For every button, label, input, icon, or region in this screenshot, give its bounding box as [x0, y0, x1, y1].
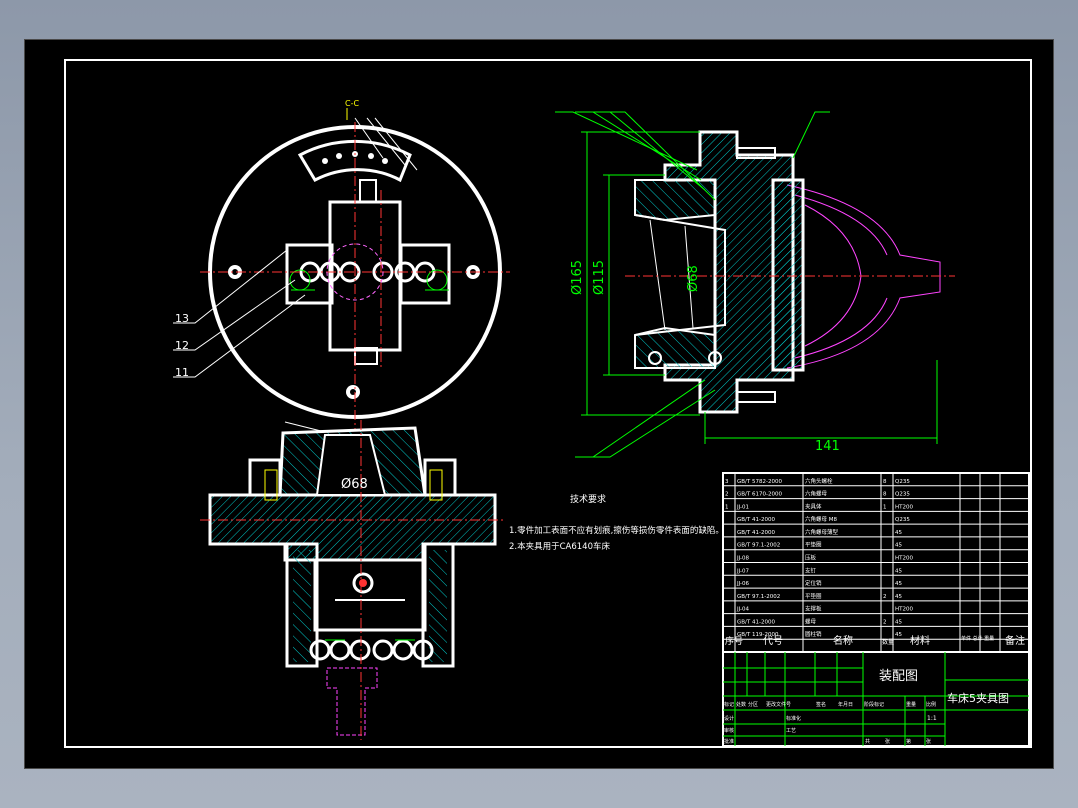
title-block-field: 批准 [724, 738, 734, 745]
bom-cell: Q235 [895, 479, 910, 485]
title-block-field: 签名 [816, 701, 826, 708]
bom-cell: 8 [883, 479, 887, 485]
bom-cell: 圆柱销 [805, 630, 822, 638]
bom-cell: 1 [725, 504, 729, 510]
bom-cell: 1 [883, 504, 887, 510]
bom-header-qty: 数量 [882, 638, 894, 646]
drawing-border [64, 59, 1032, 748]
title-block-field: 张 [885, 738, 890, 745]
bom-cell: 平垫圈 [805, 541, 822, 549]
title-block-field: 标记 [724, 701, 734, 708]
dim-length-141: 141 [815, 439, 840, 454]
drawing-scale: 1:1 [927, 715, 937, 722]
title-block-field: 第 [906, 738, 911, 745]
bom-cell: 8 [883, 492, 887, 498]
bom-header-weight: 单件 总计 重量 [961, 635, 994, 642]
bom-cell: 压板 [805, 554, 817, 562]
bom-cell: 45 [895, 632, 902, 638]
bom-cell: 45 [895, 619, 902, 625]
side-section-view: Ø165 Ø115 Ø68 141 [555, 111, 955, 458]
bom-cell: Q235 [895, 517, 910, 523]
bom-cell: HT200 [895, 556, 913, 562]
title-block-field: 比例 [926, 701, 936, 708]
bom-header-seq: 序号 [725, 635, 743, 647]
dim-diameter-68-side: Ø68 [686, 265, 701, 292]
bom-cell: HT200 [895, 607, 913, 613]
section-mark: C-C [345, 99, 359, 108]
bom-cell: 六角螺母薄型 [805, 528, 839, 536]
bom-cell: 45 [895, 594, 902, 600]
bom-cell: 平垫圈 [805, 592, 822, 600]
bom-header-name: 名称 [833, 634, 853, 647]
cad-viewport[interactable]: C-C [24, 39, 1054, 769]
bom-cell: 夹具体 [805, 502, 822, 510]
title-block-field: 分区 [748, 701, 758, 708]
bom-header-code: 代号 [763, 635, 783, 647]
bom-cell: HT200 [895, 504, 913, 510]
drawing-type: 装配图 [879, 669, 918, 684]
part-number-12: 12 [175, 339, 189, 352]
tech-req-line-2: 2.本夹具用于CA6140车床 [509, 541, 610, 552]
bom-header-note: 备注 [1005, 634, 1025, 647]
title-block-field: 重量 [906, 701, 916, 708]
bom-cell: 2 [883, 619, 887, 625]
tech-requirements: 技术要求 1.零件加工表面不应有划痕,擦伤等损伤零件表面的缺陷。 2.本夹具用于… [509, 493, 724, 552]
bom-cell: 六角螺母 M8 [805, 515, 837, 523]
title-block-field: 标准化 [786, 715, 801, 722]
bom-cell: 螺母 [805, 617, 817, 625]
drawing-name: 车床5夹具图 [947, 691, 1009, 705]
bom-cell: 45 [895, 543, 902, 549]
tech-req-line-1: 1.零件加工表面不应有划痕,擦伤等损伤零件表面的缺陷。 [509, 525, 724, 536]
title-block-field: 年月日 [838, 701, 853, 708]
bom-cell: JJ-04 [736, 607, 750, 613]
bom-cell: GB/T 41-2000 [737, 517, 775, 523]
part-number-11: 11 [175, 366, 189, 379]
bom-cell: 2 [883, 594, 887, 600]
bom-header-material: 材料 [910, 634, 930, 647]
dim-diameter-165: Ø165 [570, 260, 585, 295]
bom-cell: 2 [725, 492, 729, 498]
front-section-view: Ø68 [200, 420, 505, 740]
bom-cell: GB/T 97.1-2002 [737, 543, 780, 549]
title-block-field: 更改文件号 [766, 701, 791, 708]
title-block-field: 设计 [724, 715, 734, 722]
title-block-fields: 标记处数分区 更改文件号 签名 年月日设计 标准化 阶段标记 重量 比例审核 工艺批准 共 张 第 张 [724, 701, 936, 745]
bom-cell: 45 [895, 581, 902, 587]
tech-req-title: 技术要求 [570, 493, 606, 505]
title-block-field: 阶段标记 [864, 701, 884, 708]
title-block-field: 共 [865, 738, 870, 745]
bom-cell: JJ-08 [736, 556, 750, 562]
bom-cell: 六角螺母 [805, 490, 828, 498]
dim-diameter-115: Ø115 [592, 260, 607, 295]
bom-cell: GB/T 6170-2000 [737, 492, 782, 498]
bom-cell: Q235 [895, 492, 910, 498]
bom-cell: 45 [895, 530, 902, 536]
title-block-field: 审核 [724, 727, 734, 734]
bom-cell: JJ-01 [736, 504, 749, 510]
title-block-field: 张 [926, 738, 931, 745]
bom-cell: 支撑板 [805, 605, 822, 613]
bom-cell: GB/T 41-2000 [737, 619, 775, 625]
bom-cell: 六角头螺栓 [805, 477, 833, 485]
bom-cell: 定位销 [805, 579, 822, 587]
bom-header: 序号 代号 名称 数量 材料 单件 总计 重量 备注 [725, 634, 1025, 647]
bom-cell: GB/T 5782-2000 [737, 479, 782, 485]
bom-cell: 45 [895, 568, 902, 574]
bom-cell: JJ-07 [736, 568, 750, 574]
bom-cell: GB/T 97.1-2002 [737, 594, 780, 600]
part-number-13: 13 [175, 312, 189, 325]
dim-diameter-68-bottom: Ø68 [341, 477, 368, 492]
title-block-field: 工艺 [786, 728, 796, 734]
bom-cell: GB/T 119-2000 [737, 632, 779, 638]
bom-cell: 支钉 [805, 566, 817, 574]
bom-cell: GB/T 41-2000 [737, 530, 775, 536]
bom-cell: JJ-06 [736, 581, 750, 587]
section-view-cc: C-C [173, 99, 510, 430]
assembly-drawing: C-C [64, 59, 1032, 748]
bom-cell: 3 [725, 479, 729, 485]
title-block-field: 处数 [736, 701, 746, 708]
